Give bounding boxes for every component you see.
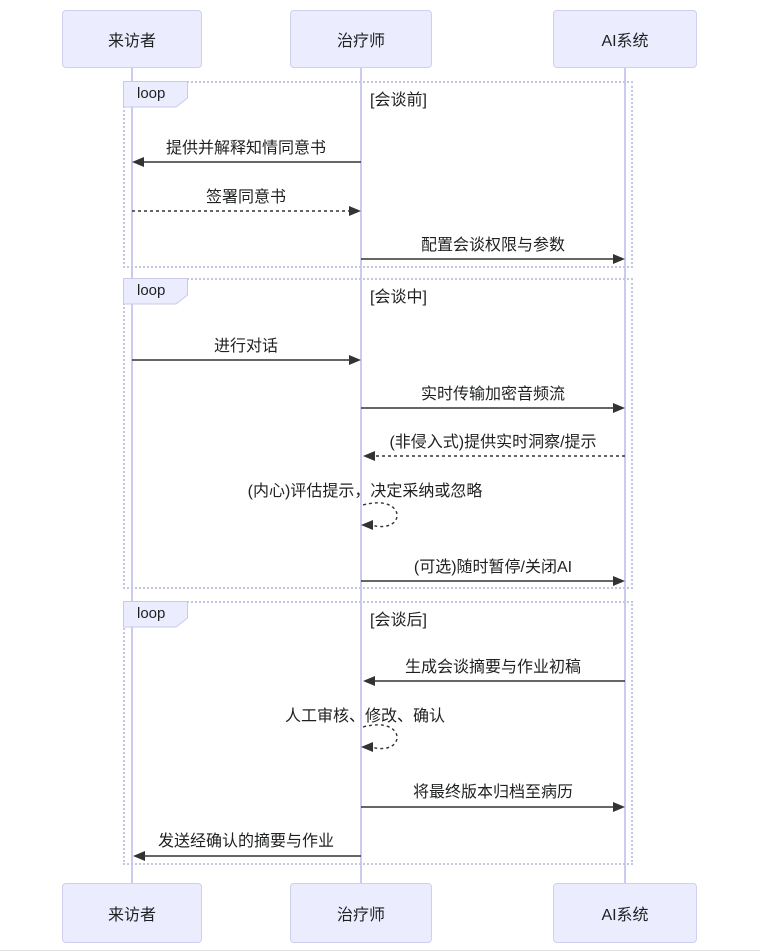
loop-operator: loop <box>137 605 166 622</box>
loop-fragment-pre-session: loop [会谈前] <box>123 81 633 268</box>
lifeline-visitor <box>131 68 133 883</box>
message-label: 配置会谈权限与参数 <box>420 237 565 254</box>
actor-label: 来访者 <box>107 907 156 924</box>
loop-operator: loop <box>137 282 166 299</box>
message-label: (内心)评估提示，决定采纳或忽略 <box>247 483 483 500</box>
actor-label: 治疗师 <box>336 907 385 924</box>
actor-label: AI系统 <box>601 33 649 50</box>
message-label: 生成会谈摘要与作业初稿 <box>404 659 581 676</box>
loop-condition: [会谈中] <box>370 289 427 306</box>
actor-label: 来访者 <box>107 33 156 50</box>
actor-label: 治疗师 <box>336 33 385 50</box>
message-label: 实时传输加密音频流 <box>420 386 565 403</box>
loop-tag-shape <box>123 81 188 108</box>
actor-ai-system-bottom: AI系统 <box>553 883 697 943</box>
actor-label: AI系统 <box>601 907 649 924</box>
loop-fragment-post-session: loop [会谈后] <box>123 601 633 865</box>
lifeline-therapist <box>360 68 362 883</box>
message-label: 签署同意书 <box>205 189 286 206</box>
message-label: 提供并解释知情同意书 <box>165 140 326 157</box>
message-label: 将最终版本归档至病历 <box>412 784 573 801</box>
message-label: (可选)随时暂停/关闭AI <box>413 559 573 576</box>
actor-visitor-bottom: 来访者 <box>62 883 202 943</box>
message-label: (非侵入式)提供实时洞察/提示 <box>389 434 597 451</box>
actor-therapist-bottom: 治疗师 <box>290 883 432 943</box>
loop-condition: [会谈后] <box>370 612 427 629</box>
loop-tag-shape <box>123 278 188 305</box>
actor-visitor-top: 来访者 <box>62 10 202 68</box>
loop-operator: loop <box>137 85 166 102</box>
message-label: 发送经确认的摘要与作业 <box>157 833 334 850</box>
message-label: 人工审核、修改、确认 <box>284 708 445 725</box>
message-label: 进行对话 <box>213 338 278 355</box>
loop-tag-shape <box>123 601 188 628</box>
loop-fragment-in-session: loop [会谈中] <box>123 278 633 589</box>
lifeline-ai-system <box>624 68 626 883</box>
loop-condition: [会谈前] <box>370 92 427 109</box>
actor-therapist-top: 治疗师 <box>290 10 432 68</box>
actor-ai-system-top: AI系统 <box>553 10 697 68</box>
